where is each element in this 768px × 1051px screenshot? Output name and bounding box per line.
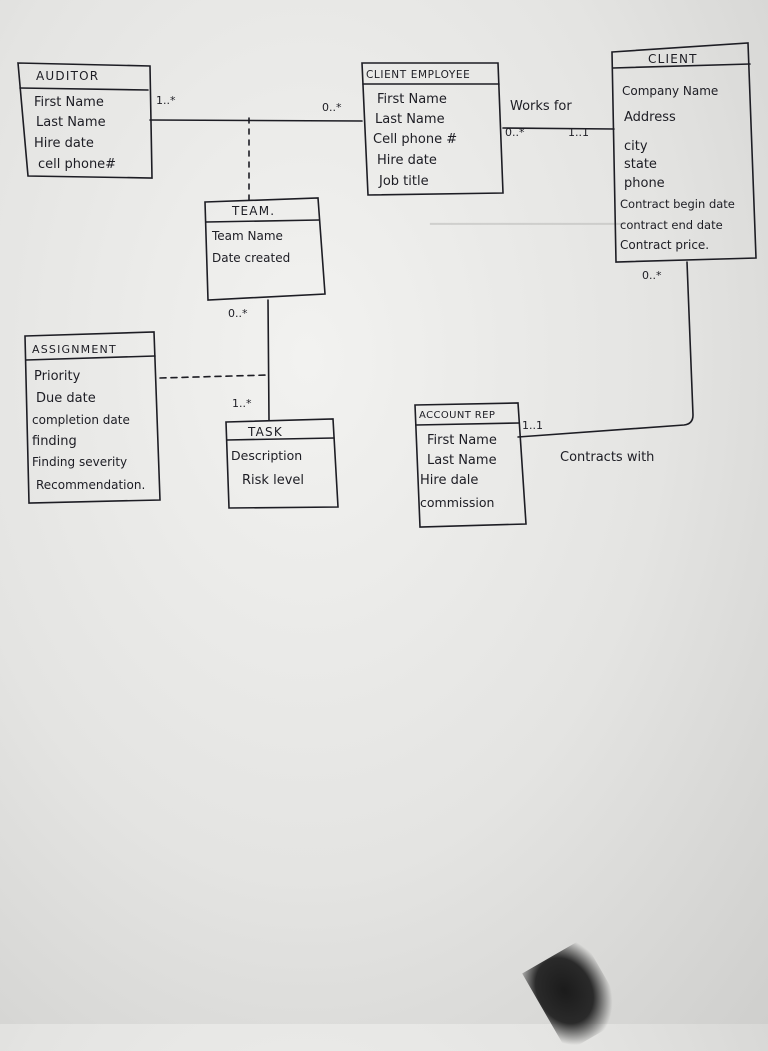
client-attr-5: Contract begin date	[620, 197, 735, 211]
team-attr-0: Team Name	[211, 229, 283, 243]
client-attr-3: state	[624, 157, 657, 172]
auditor-attr-1: Last Name	[36, 115, 106, 130]
assignment-attr-5: Recommendation.	[36, 478, 145, 492]
assignment-attr-2: completion date	[32, 413, 130, 427]
photographed-sheet: ━━━━━━━━━━━━━━━━━━━━━━━━━━━	[17, 42, 757, 1051]
team-attr-1: Date created	[212, 251, 290, 265]
account-rep-attr-3: commission	[420, 495, 494, 510]
team-title: TEAM.	[231, 204, 275, 218]
task-attr-0: Description	[231, 448, 302, 463]
task-box	[225, 418, 339, 509]
task-top-cardinality: 1..*	[232, 397, 252, 410]
rep-right-cardinality: 1..1	[522, 419, 543, 432]
employee-client-line	[502, 127, 615, 130]
client-employee-title: CLIENT EMPLOYEE	[366, 69, 470, 81]
auditor-attr-3: cell phone#	[38, 157, 116, 172]
assignment-box	[24, 331, 161, 504]
assignment-attr-4: Finding severity	[32, 455, 127, 469]
er-diagram: AUDITOR First Name Last Name Hire date c…	[17, 42, 757, 528]
client-employee-attr-3: Hire date	[377, 153, 437, 168]
team-box	[204, 197, 326, 301]
client-attr-0: Company Name	[622, 84, 718, 98]
client-box	[611, 42, 757, 263]
task-title: TASK	[247, 425, 283, 439]
employee-left-cardinality: 0..*	[322, 101, 342, 114]
assignment-attr-3: finding	[32, 434, 77, 449]
client-attr-2: city	[624, 139, 648, 154]
client-rep-line	[517, 261, 694, 438]
auditor-title: AUDITOR	[36, 69, 99, 83]
works-for-label: Works for	[510, 99, 572, 114]
account-rep-title: ACCOUNT REP	[419, 410, 495, 421]
client-bottom-cardinality: 0..*	[642, 269, 662, 282]
auditor-attr-0: First Name	[34, 95, 104, 110]
team-bottom-cardinality: 0..*	[228, 307, 248, 320]
auditor-employee-line	[149, 119, 363, 122]
task-attr-1: Risk level	[242, 473, 304, 488]
auditor-cardinality: 1..*	[156, 94, 176, 107]
client-employee-box	[361, 62, 504, 196]
client-attr-6: contract end date	[620, 218, 723, 232]
client-attr-7: Contract price.	[620, 238, 709, 252]
client-employee-attr-2: Cell phone #	[373, 132, 457, 147]
auditor-attr-2: Hire date	[34, 136, 94, 151]
assignment-attr-0: Priority	[34, 369, 81, 384]
client-attr-4: phone	[624, 176, 665, 191]
client-title: CLIENT	[648, 52, 698, 66]
account-rep-attr-1: Last Name	[427, 453, 497, 468]
assignment-attr-1: Due date	[36, 391, 96, 406]
account-rep-attr-2: Hire dale	[420, 473, 478, 488]
client-attr-1: Address	[624, 110, 676, 125]
client-left-cardinality: 1..1	[568, 126, 589, 139]
client-employee-attr-4: Job title	[378, 174, 429, 189]
account-rep-box	[414, 402, 527, 528]
contracts-with-label: Contracts with	[560, 450, 654, 465]
client-employee-attr-1: Last Name	[375, 112, 445, 127]
account-rep-attr-0: First Name	[427, 433, 497, 448]
team-task-line	[267, 299, 270, 421]
auditor-box	[17, 62, 153, 179]
employee-right-cardinality: 0..*	[505, 126, 525, 139]
assignment-title: ASSIGNMENT	[32, 343, 117, 356]
assignment-task-dashed-line	[159, 374, 269, 379]
client-employee-attr-0: First Name	[377, 92, 447, 107]
